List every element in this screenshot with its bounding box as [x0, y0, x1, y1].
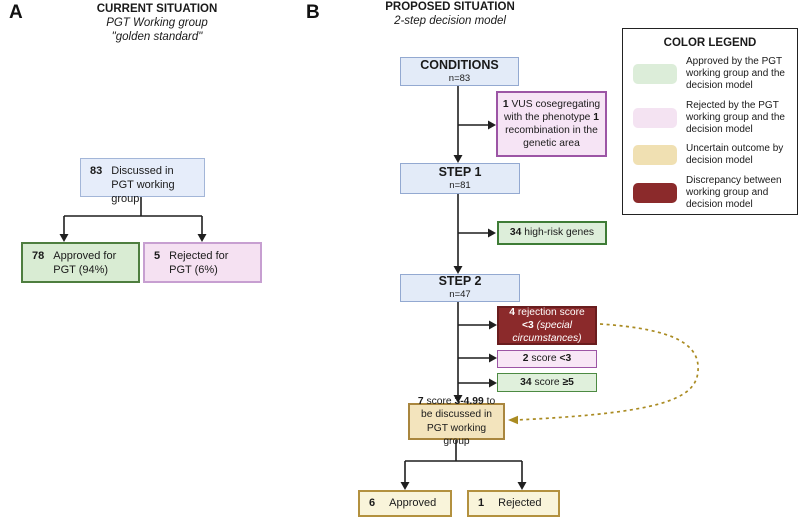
step1-n: n=81: [449, 179, 471, 191]
conditions-box: CONDITIONS n=83: [400, 57, 519, 86]
legend-title: COLOR LEGEND: [663, 37, 757, 49]
recombination-count: 1: [593, 111, 600, 123]
discussed-count: 83: [90, 165, 103, 177]
high-risk-count: 34: [509, 227, 522, 239]
panel-a-title: CURRENT SITUATION: [96, 3, 218, 15]
model-approved-count: 6: [369, 496, 376, 509]
rejected-for-pgt-box: 5 Rejected for PGT (6%): [143, 242, 262, 283]
approved-for-pgt-box: 78 Approved for PGT (94%): [21, 242, 140, 283]
score-low-count: 2: [522, 353, 529, 365]
model-approved-box: 6 Approved: [358, 490, 452, 517]
score-high-count: 34: [520, 376, 532, 388]
score-low-box: 2 score <3: [497, 350, 597, 368]
high-risk-genes-box: 34 high-risk genes: [497, 221, 607, 245]
discrepancy-note: (special circumstances): [512, 319, 582, 345]
uncertain-color-swatch: [633, 145, 677, 166]
rejected-label: Rejected for PGT (6%): [169, 250, 229, 276]
uncertain-score-box: 7 score 3-4.99 to be discussed in PGT wo…: [408, 396, 505, 447]
rejected-count: 5: [154, 250, 161, 262]
legend-item-label: Rejected by the PGT working group and th…: [686, 99, 785, 135]
legend-item-discrepancy: Discrepancy between working group and de…: [633, 175, 787, 212]
discussed-in-pgt-box: 83 Discussed in PGT working group: [80, 158, 205, 205]
vus-text: VUS cosegregating with the phenotype: [503, 98, 601, 123]
panel-b-subtitle: 2-step decision model: [394, 14, 506, 27]
discrepancy-count: 4: [509, 306, 515, 318]
panel-b-header: PROPOSED SITUATION 2-step decision model: [350, 1, 550, 29]
panel-b-title: PROPOSED SITUATION: [385, 1, 515, 13]
step1-box: STEP 1 n=81: [400, 163, 520, 194]
model-rejected-box: 1 Rejected: [467, 490, 560, 517]
step2-n: n=47: [449, 289, 471, 301]
discrepancy-rejection-box: 4 rejection score <3 (special circumstan…: [497, 306, 597, 345]
approved-label: Approved for PGT (94%): [53, 250, 117, 276]
step1-title: STEP 1: [438, 164, 482, 179]
discrepancy-threshold: <3: [521, 319, 534, 331]
step2-box: STEP 2 n=47: [400, 274, 520, 302]
legend-item-label: Discrepancy between working group and de…: [686, 174, 782, 210]
legend-item-label: Uncertain outcome by decision model: [686, 143, 784, 167]
color-legend: COLOR LEGEND Approved by the PGT working…: [622, 28, 798, 215]
approved-count: 78: [32, 250, 45, 262]
discussed-label: Discussed in PGT working group: [111, 165, 175, 205]
uncertain-score-label: score: [426, 396, 452, 408]
model-rejected-count: 1: [478, 496, 485, 509]
legend-item-uncertain: Uncertain outcome by decision model: [633, 143, 787, 167]
score-high-threshold: ≥5: [562, 376, 574, 388]
score-high-box: 34 score ≥5: [497, 373, 597, 392]
step2-title: STEP 2: [438, 274, 482, 289]
uncertain-score-range: 3-4.99: [454, 396, 484, 408]
panel-a-subtitle-1: PGT Working group: [106, 16, 208, 29]
score-high-label: score: [534, 376, 560, 388]
model-approved-label: Approved: [389, 496, 437, 509]
panel-a-label: A: [9, 2, 23, 23]
panel-b-label: B: [306, 2, 320, 23]
legend-item-approved: Approved by the PGT working group and th…: [633, 56, 787, 93]
high-risk-label: high-risk genes: [524, 227, 595, 239]
recombination-text: recombination in the genetic area: [505, 125, 598, 150]
legend-item-label: Approved by the PGT working group and th…: [686, 56, 785, 92]
discrepancy-color-swatch: [633, 182, 677, 203]
approved-color-swatch: [633, 64, 677, 85]
score-low-threshold: <3: [559, 353, 572, 365]
score-low-label: score: [531, 353, 557, 365]
vus-exclusion-box: 1 VUS cosegregating with the phenotype 1…: [496, 91, 607, 157]
panel-a-subtitle-2: "golden standard": [111, 30, 203, 43]
dashed-feedback-curve: [508, 323, 699, 425]
uncertain-action-text: to be discussed in PGT working group: [421, 396, 496, 447]
model-rejected-label: Rejected: [498, 496, 542, 509]
conditions-n: n=83: [448, 72, 471, 84]
discrepancy-text: rejection score: [517, 306, 585, 318]
uncertain-count: 7: [417, 396, 424, 408]
panel-a-header: CURRENT SITUATION PGT Working group "gol…: [57, 3, 257, 44]
rejected-color-swatch: [633, 107, 677, 128]
legend-item-rejected: Rejected by the PGT working group and th…: [633, 100, 787, 137]
vus-count: 1: [502, 98, 509, 110]
conditions-title: CONDITIONS: [420, 57, 499, 72]
